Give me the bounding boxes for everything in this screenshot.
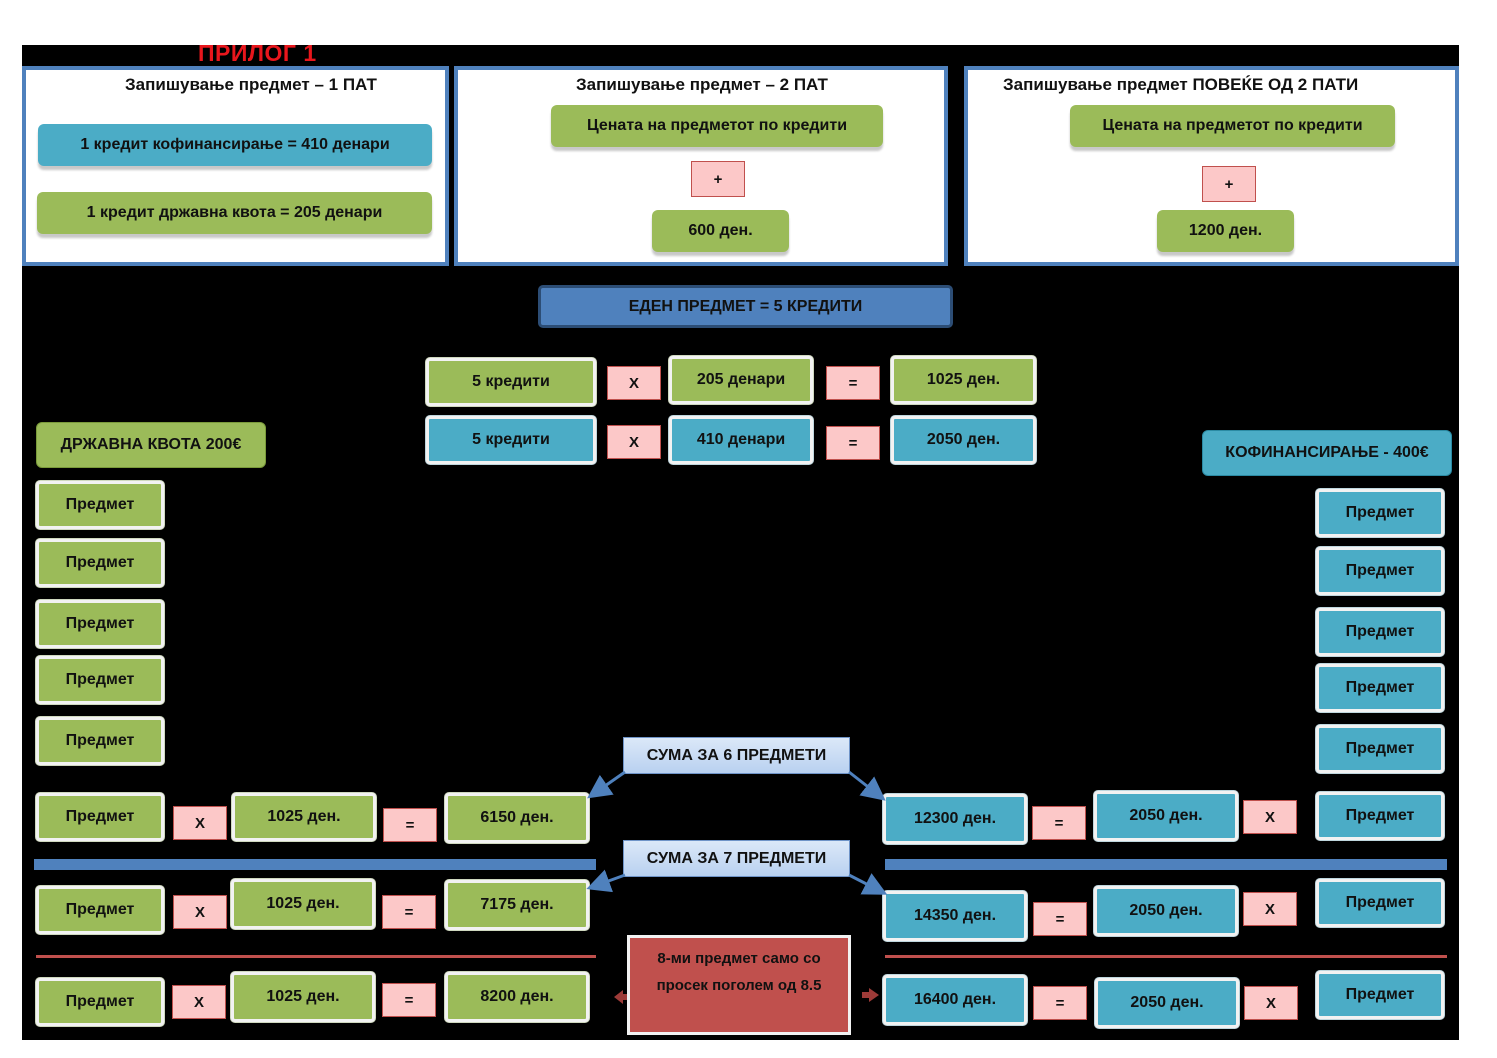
panel-more-title: Запишување предмет ПОВЕЌЕ ОД 2 ПАТИ [1003, 75, 1359, 94]
divider-red-right [885, 955, 1447, 958]
cofin-subject-3: Предмет [1316, 608, 1444, 656]
calc-row1-credits: 5 кредити [426, 358, 596, 406]
cofin-row6-total: 12300 ден. [883, 794, 1027, 844]
twice-plus-sign: + [691, 161, 745, 197]
state-quota-credit-rate: 1 кредит државна квота = 205 денари [37, 192, 432, 234]
twice-fee: 600 ден. [652, 210, 789, 252]
sum7-arrow-right [848, 873, 888, 895]
cofin-row7-equals: = [1033, 902, 1087, 936]
state-row8-times: X [172, 985, 226, 1019]
state-row7-subject: Предмет [36, 886, 164, 934]
twice-price-per-credit: Цената на предметот по кредити [551, 105, 883, 147]
sum6-arrow-left [587, 770, 626, 799]
state-row7-total: 7175 ден. [445, 880, 589, 930]
state-quota-header: ДРЖАВНА КВОТА 200€ [36, 422, 266, 468]
state-row6-equals: = [383, 808, 437, 842]
sum-6-subjects-label: СУМА ЗА 6 ПРЕДМЕТИ [623, 737, 850, 774]
divider-blue-left [34, 859, 596, 870]
sum-7-subjects-label: СУМА ЗА 7 ПРЕДМЕТИ [623, 840, 850, 877]
cofin-row8-total: 16400 ден. [883, 975, 1027, 1025]
calc-row2-times: X [607, 425, 661, 459]
state-row8-price: 1025 ден. [231, 972, 375, 1022]
page-title: ПРИЛОГ 1 [198, 40, 317, 66]
state-row8-total: 8200 ден. [445, 972, 589, 1022]
state-subject-5: Предмет [36, 717, 164, 765]
cofin-row8-equals: = [1033, 986, 1087, 1020]
state-row7-price: 1025 ден. [231, 879, 375, 929]
cofin-row8-times: X [1244, 986, 1298, 1020]
panel-twice-title: Запишување предмет – 2 ПАТ [576, 75, 828, 94]
state-row6-price: 1025 ден. [232, 793, 376, 841]
cofin-row7-subject: Предмет [1316, 879, 1444, 927]
state-row6-total: 6150 ден. [445, 793, 589, 843]
cofin-row6-price: 2050 ден. [1094, 791, 1238, 841]
calc-row2-credits: 5 кредити [426, 416, 596, 464]
cofinancing-header: КОФИНАНСИРАЊЕ - 400€ [1202, 430, 1452, 476]
state-row8-equals: = [382, 983, 436, 1017]
calc-row2-rate: 410 денари [669, 416, 813, 464]
cofin-row8-price: 2050 ден. [1095, 978, 1239, 1028]
calc-row1-rate: 205 денари [669, 356, 813, 404]
cofin-row6-equals: = [1032, 806, 1086, 840]
note-arrow-left-icon [614, 990, 627, 1004]
divider-red-left [36, 955, 596, 958]
calc-row1-result: 1025 ден. [891, 356, 1036, 404]
state-row7-times: X [173, 895, 227, 929]
cofin-row7-times: X [1243, 892, 1297, 926]
one-subject-header: ЕДЕН ПРЕДМЕТ = 5 КРЕДИТИ [538, 285, 953, 328]
cofin-subject-1: Предмет [1316, 489, 1444, 537]
sum7-arrow-left [586, 869, 626, 893]
state-row6-times: X [173, 806, 227, 840]
sum6-arrow-right [848, 770, 886, 801]
note-arrow-right-icon [862, 988, 879, 1002]
calc-row2-result: 2050 ден. [891, 416, 1036, 464]
state-row6-subject: Предмет [36, 793, 164, 841]
cofinancing-credit-rate: 1 кредит кофинансирање = 410 денари [38, 124, 432, 166]
more-plus-sign: + [1202, 166, 1256, 202]
cofin-row6-subject: Предмет [1316, 792, 1444, 840]
cofin-row7-price: 2050 ден. [1094, 886, 1238, 936]
cofin-row6-times: X [1243, 800, 1297, 834]
state-subject-2: Предмет [36, 539, 164, 587]
cofin-subject-5: Предмет [1316, 725, 1444, 773]
state-subject-3: Предмет [36, 600, 164, 648]
calc-row1-equals: = [826, 366, 880, 400]
panel-once-title: Запишување предмет – 1 ПАТ [125, 75, 377, 94]
cofin-row8-subject: Предмет [1316, 971, 1444, 1019]
more-price-per-credit: Цената на предметот по кредити [1070, 105, 1395, 147]
state-subject-1: Предмет [36, 481, 164, 529]
calc-row2-equals: = [826, 426, 880, 460]
state-subject-4: Предмет [36, 656, 164, 704]
eighth-subject-note: 8-ми предмет само со просек поголем од 8… [627, 935, 851, 1035]
more-fee: 1200 ден. [1157, 210, 1294, 252]
divider-blue-right [885, 859, 1447, 870]
state-row7-equals: = [382, 895, 436, 929]
cofin-subject-4: Предмет [1316, 664, 1444, 712]
cofin-row7-total: 14350 ден. [883, 891, 1027, 941]
cofin-subject-2: Предмет [1316, 547, 1444, 595]
state-row8-subject: Предмет [36, 978, 164, 1026]
calc-row1-times: X [607, 366, 661, 400]
